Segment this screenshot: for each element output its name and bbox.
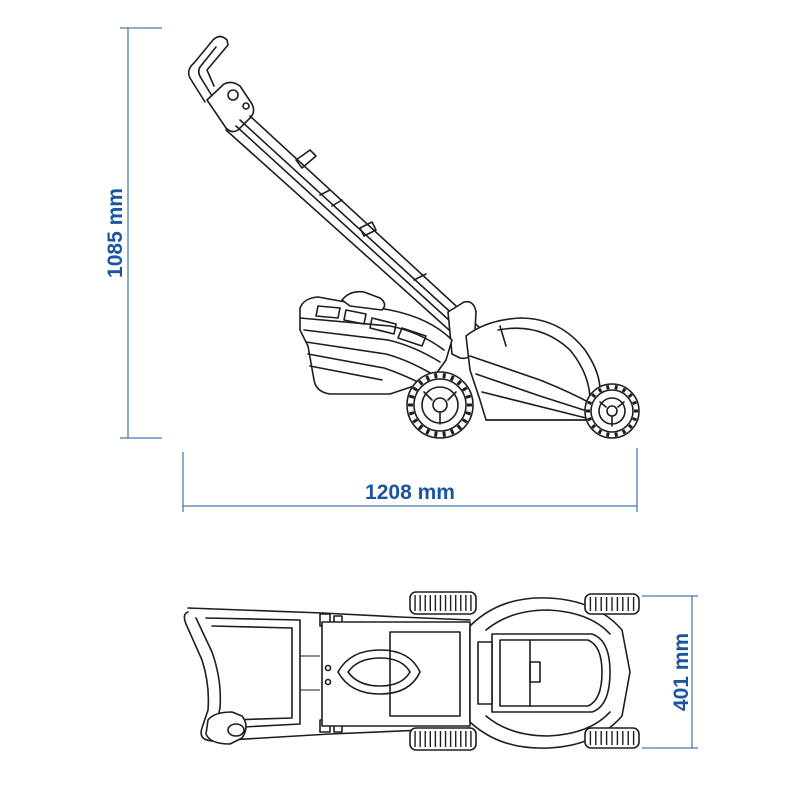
side-grass-box <box>299 290 453 395</box>
side-front-wheel <box>584 383 640 439</box>
side-view <box>187 35 640 439</box>
side-deck <box>465 317 601 421</box>
dimension-length: 1208 mm <box>182 448 638 512</box>
height-dimension-label: 1085 mm <box>104 188 127 278</box>
top-handle <box>183 607 471 745</box>
top-wheel-front-lower <box>584 727 640 749</box>
top-deck <box>469 597 631 749</box>
dimension-height: 1085 mm <box>104 27 162 439</box>
dimension-width: 401 mm <box>642 595 698 749</box>
top-wheel-rear-lower <box>409 727 477 751</box>
top-wheel-front-upper <box>584 593 640 615</box>
top-view <box>183 591 640 751</box>
top-grass-box <box>321 621 471 727</box>
side-rear-wheel <box>406 371 474 439</box>
top-wheel-rear-upper <box>409 591 477 615</box>
length-dimension-label: 1208 mm <box>365 481 455 504</box>
width-dimension-label: 401 mm <box>670 633 693 711</box>
